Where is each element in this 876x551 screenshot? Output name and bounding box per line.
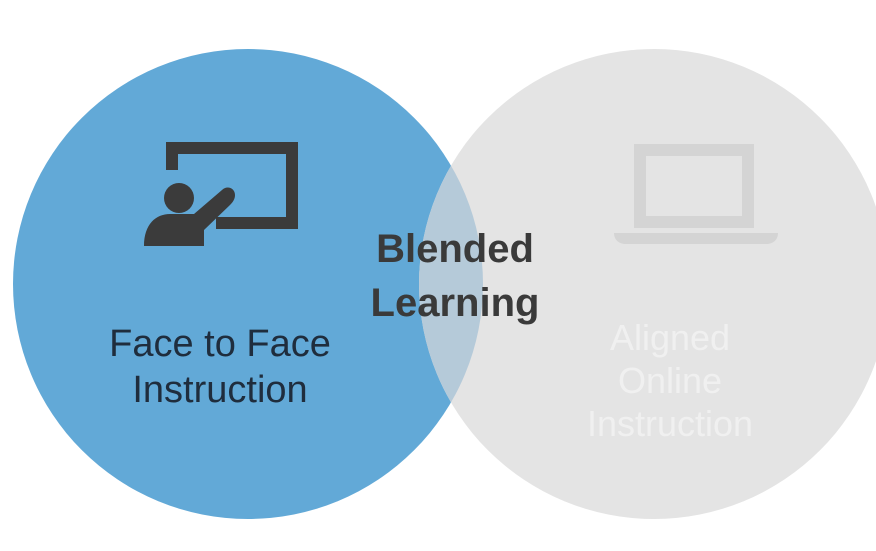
aligned-online-label: Aligned Online Instruction — [520, 316, 820, 446]
aligned-online-line1: Aligned — [609, 317, 731, 358]
blended-learning-line2: Learning — [370, 281, 540, 325]
laptop-icon — [614, 144, 778, 244]
face-to-face-line1: Face to Face — [109, 323, 331, 365]
left-circle — [13, 49, 483, 519]
blended-learning-label: Blended Learning — [330, 222, 580, 330]
aligned-online-line2: Online — [617, 360, 723, 402]
teacher-at-board-icon — [144, 142, 298, 246]
aligned-online-line3: Instruction — [586, 403, 754, 445]
face-to-face-label: Face to Face Instruction — [60, 322, 380, 413]
face-to-face-line2: Instruction — [132, 368, 308, 411]
right-circle — [419, 49, 876, 519]
blended-learning-line1: Blended — [376, 227, 534, 271]
